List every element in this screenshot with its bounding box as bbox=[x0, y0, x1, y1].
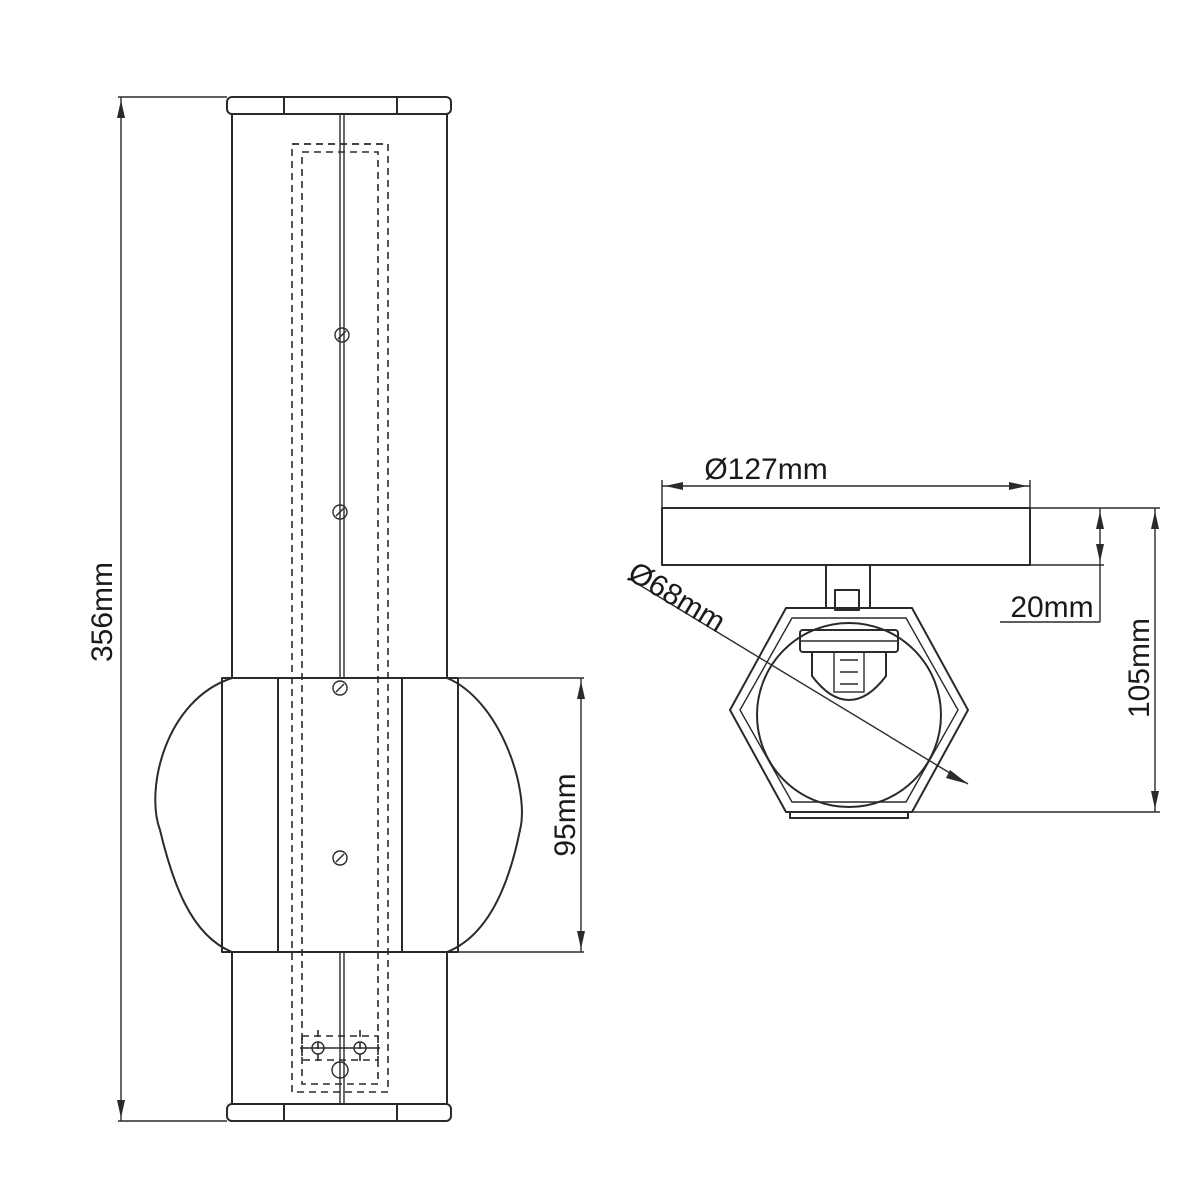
backplate-dimension: 20mm bbox=[1000, 507, 1104, 624]
main-tube bbox=[231, 113, 448, 1105]
hidden-bracket bbox=[291, 143, 389, 1093]
front-view: 356mm 95mm bbox=[86, 96, 585, 1122]
lamp-holder bbox=[300, 1030, 380, 1079]
depth-label: 105mm bbox=[1123, 618, 1156, 718]
screw bbox=[334, 327, 350, 343]
mounting-screws bbox=[332, 327, 350, 866]
height-label: 356mm bbox=[86, 562, 119, 662]
top-cap bbox=[226, 96, 452, 115]
hexagon-shade bbox=[729, 607, 969, 819]
bottom-cap bbox=[226, 1103, 452, 1122]
width-label: Ø127mm bbox=[704, 453, 827, 486]
side-view: Ø127mm Ø68mm 20mm 105mm bbox=[622, 453, 1160, 819]
backplate bbox=[661, 507, 1031, 566]
inner-globe bbox=[756, 622, 942, 808]
screw bbox=[332, 504, 348, 520]
shade-height-dimension: 95mm bbox=[458, 677, 585, 953]
height-dimension: 356mm bbox=[86, 96, 227, 1122]
screw bbox=[332, 680, 348, 696]
glass-shade bbox=[154, 677, 523, 953]
shade-height-label: 95mm bbox=[549, 773, 582, 856]
backplate-label: 20mm bbox=[1010, 591, 1093, 624]
diameter-label: Ø68mm bbox=[622, 556, 730, 639]
width-dimension: Ø127mm bbox=[661, 453, 1031, 508]
side-lamp-holder bbox=[799, 629, 899, 701]
depth-dimension: 105mm bbox=[908, 507, 1160, 813]
screw bbox=[332, 850, 348, 866]
diameter-dimension: Ø68mm bbox=[622, 556, 969, 785]
mounting-arm bbox=[825, 564, 871, 611]
